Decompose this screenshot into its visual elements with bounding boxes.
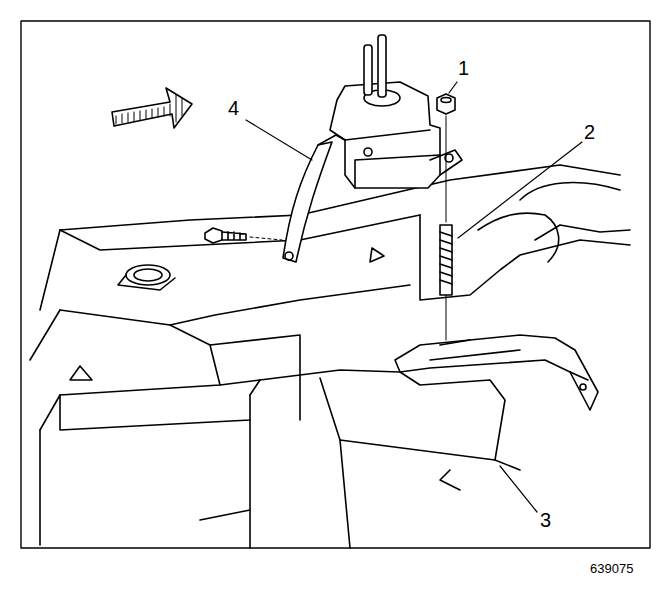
callout-number: 2 xyxy=(584,122,595,142)
callout-number: 3 xyxy=(540,510,551,530)
callout-number: 1 xyxy=(458,58,469,78)
callout-number: 4 xyxy=(228,98,239,118)
figure-number: 639075 xyxy=(590,562,633,575)
